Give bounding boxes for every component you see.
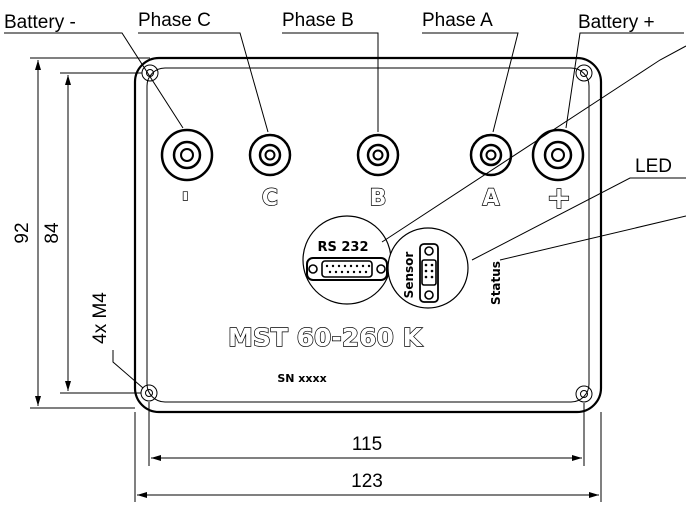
leader-rs232: [381, 45, 686, 243]
terminal-mark-plus: +: [546, 181, 571, 216]
status-label: Status: [489, 261, 503, 305]
rs232-label: RS 232: [317, 240, 368, 255]
leader-battery-minus: [4, 32, 184, 129]
label-led: LED: [635, 156, 672, 177]
mount-hole-top-right: [575, 64, 593, 82]
rs232-connector-detail: [302, 215, 392, 305]
sensor-label: Sensor: [402, 252, 416, 299]
model-name: MST 60-260 K: [228, 323, 424, 352]
terminal-phase-a: [469, 133, 513, 177]
label-phase-a: Phase A: [422, 10, 493, 31]
leader-status: [499, 215, 686, 261]
leader-led: [471, 177, 686, 261]
terminal-battery-plus: [531, 128, 585, 182]
dimension-92-value: 92: [12, 222, 33, 243]
terminal-mark-b: B: [370, 186, 387, 211]
terminal-mark-c: C: [262, 186, 278, 211]
leader-phase-c: [138, 32, 269, 133]
mount-hole-bottom-right: [575, 385, 593, 403]
leader-mount-holes: [112, 350, 144, 389]
label-battery-minus: Battery -: [4, 12, 76, 33]
terminal-mark-a: A: [482, 186, 499, 211]
mount-holes-callout: 4x M4: [90, 292, 111, 344]
dimension-123-value: 123: [351, 471, 383, 492]
sensor-connector-detail: [387, 227, 469, 309]
housing-inner-outline: [146, 67, 590, 403]
terminal-phase-b: [356, 133, 400, 177]
dimension-84-value: 84: [42, 222, 63, 244]
terminal-battery-minus: [160, 128, 214, 182]
terminal-phase-c: [248, 133, 292, 177]
label-phase-b: Phase B: [282, 10, 354, 31]
label-phase-c: Phase C: [138, 10, 211, 31]
serial-number: SN xxxx: [277, 372, 326, 385]
leader-phase-a: [422, 32, 519, 133]
label-battery-plus: Battery +: [578, 12, 655, 33]
terminal-mark-minus: -: [171, 191, 201, 202]
leader-battery-plus: [565, 32, 684, 129]
leader-phase-b: [282, 32, 379, 132]
dimension-115-value: 115: [352, 434, 382, 455]
